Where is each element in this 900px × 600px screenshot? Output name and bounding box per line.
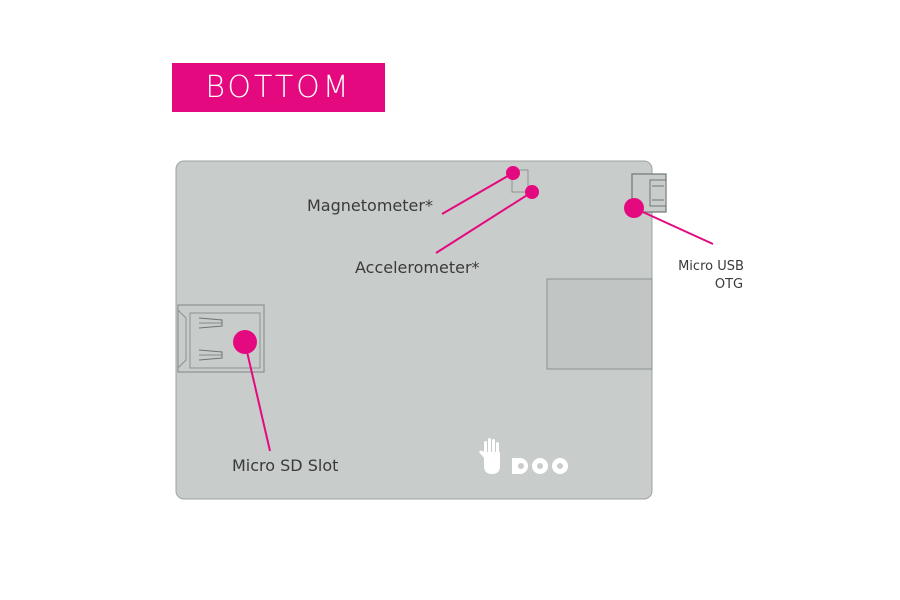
magnetometer-leader [441,172,514,215]
micro-usb-leader [633,207,714,245]
magnetometer-marker [506,166,520,180]
accelerometer-leader [435,191,533,254]
micro-usb-marker [624,198,644,218]
accelerometer-label: Accelerometer* [355,258,480,277]
udoo-logo [479,438,568,474]
micro-sd-marker [233,330,257,354]
processor-chip [546,278,653,370]
micro-sd-label: Micro SD Slot [232,456,338,475]
micro-usb-label-line2: OTG [715,277,743,292]
accelerometer-marker [525,185,539,199]
magnetometer-label: Magnetometer* [307,196,433,215]
title-banner: BOTTOM [172,63,385,112]
micro-usb-label-line1: Micro USB [678,259,744,274]
micro-sd-leader [244,342,271,452]
hand-icon [479,438,500,474]
